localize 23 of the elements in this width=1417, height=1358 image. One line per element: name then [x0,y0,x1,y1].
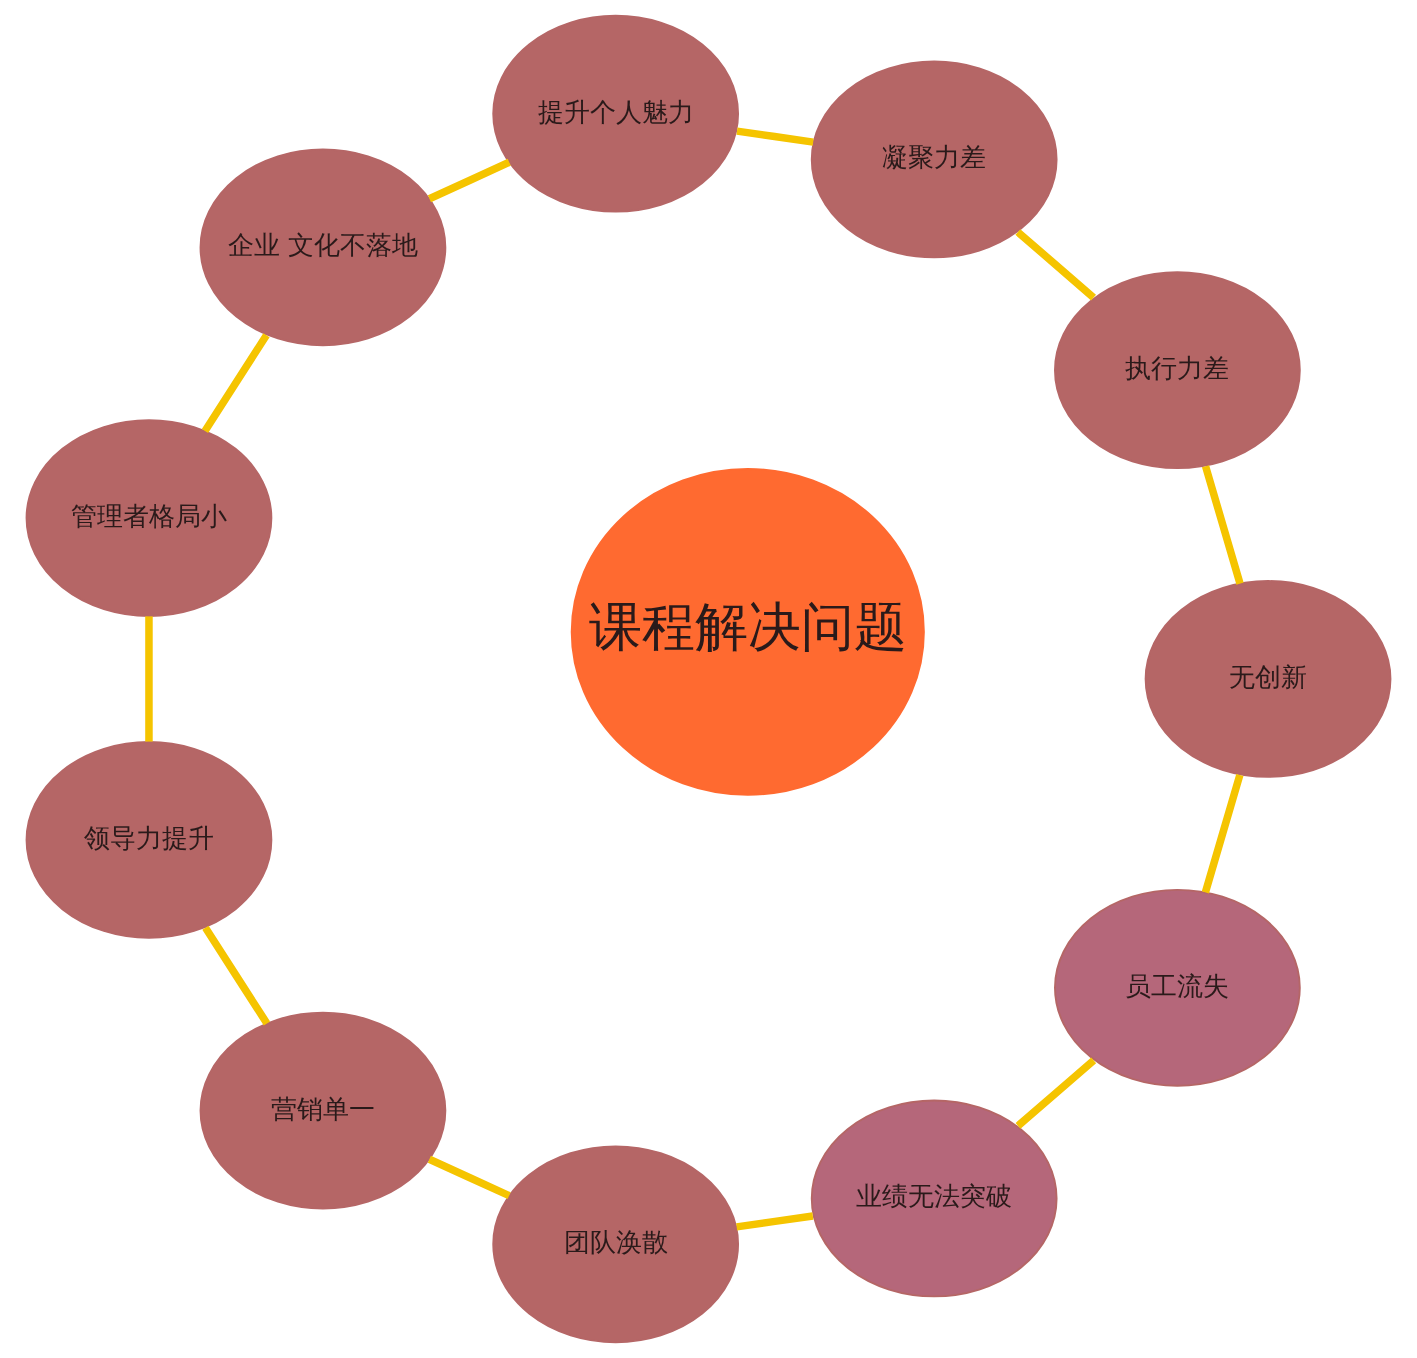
node-ellipse: 企业 文化不落地 [199,148,447,347]
node-ellipse: 提升个人魅力 [492,14,740,213]
connector [201,333,270,433]
connector [145,616,153,742]
node-ellipse: 团队涣散 [492,1145,740,1344]
node-circle: 课程解决问题 [570,468,925,796]
connector [427,1155,511,1200]
connector [202,925,271,1026]
node-ellipse: 业绩无法突破 [810,1099,1058,1298]
connector [427,158,511,203]
connector [1015,229,1096,301]
connector [1201,465,1244,585]
connector [736,127,814,146]
node-ellipse: 无创新 [1144,580,1392,778]
node-ellipse: 执行力差 [1054,271,1301,470]
connector [1015,1057,1097,1129]
node-ellipse: 员工流失 [1054,888,1301,1087]
node-ellipse: 凝聚力差 [810,60,1058,259]
node-ellipse: 管理者格局小 [25,419,273,617]
node-ellipse: 领导力提升 [25,741,273,939]
connector [1201,773,1244,894]
connector [736,1212,814,1231]
node-ellipse: 营销单一 [199,1011,447,1210]
